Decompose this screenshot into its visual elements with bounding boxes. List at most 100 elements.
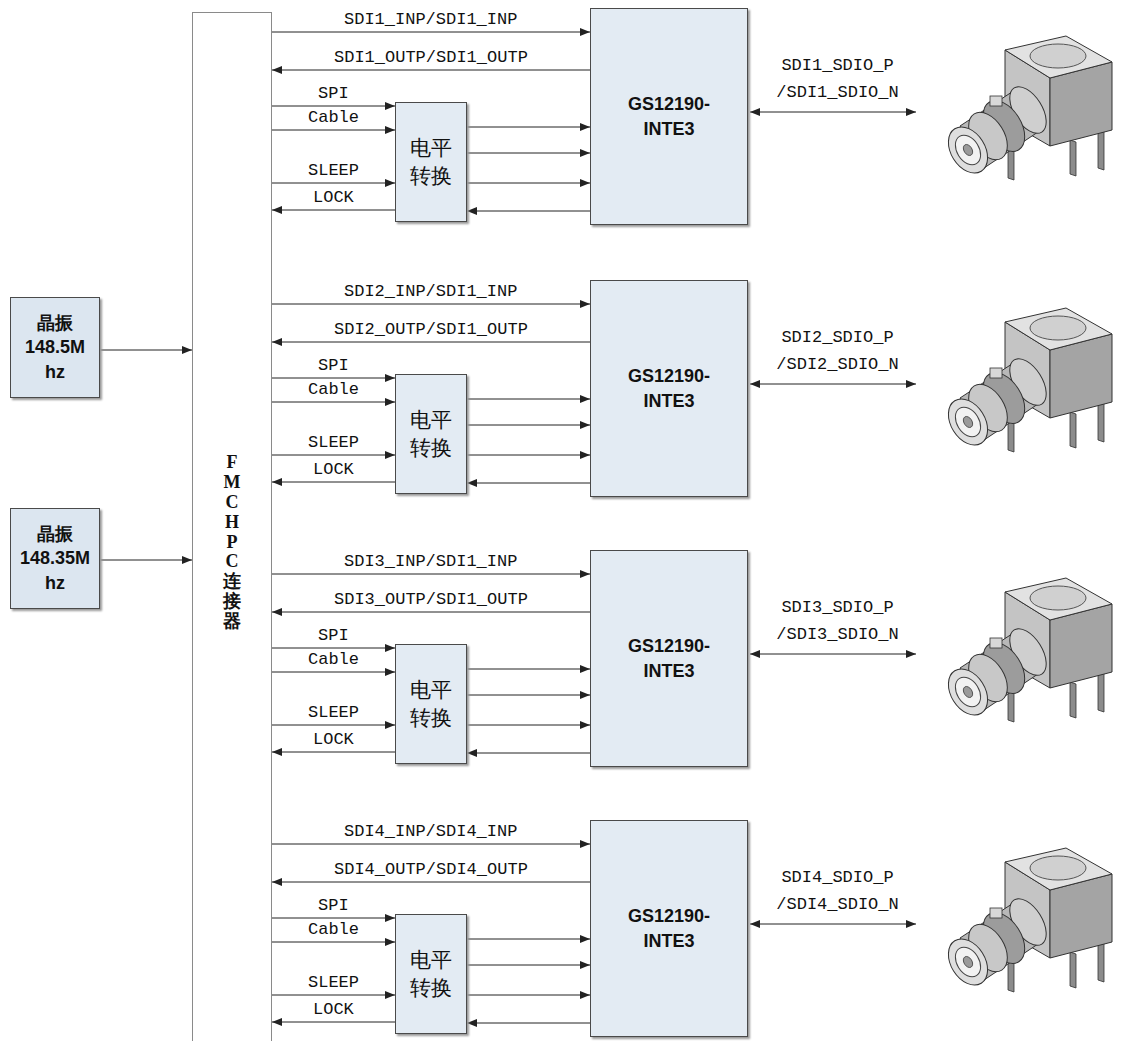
signal-arrow (467, 425, 590, 426)
signal-arrow (272, 183, 395, 184)
oscillator-box: 晶振 148.35M hz (10, 508, 100, 609)
chip-box: GS12190- INTE3 (590, 8, 748, 225)
signal-label: SDI2_SDIO_P /SDI2_SDIO_N (770, 324, 905, 378)
signal-label: SDI2_OUTP/SDI1_OUTP (333, 320, 529, 340)
signal-arrow (272, 752, 395, 753)
bnc-connector (940, 308, 1112, 452)
bnc-connector (940, 578, 1112, 722)
signal-arrow (272, 402, 395, 403)
signal-arrow (272, 130, 395, 131)
box-text: GS12190- INTE3 (621, 634, 717, 683)
signal-label: SPI (317, 84, 350, 104)
box-text: GS12190- INTE3 (621, 364, 717, 413)
box-text: 电平 转换 (406, 946, 456, 1003)
signal-arrow (100, 350, 192, 351)
signal-label: SDI4_SDIO_P /SDI4_SDIO_N (770, 864, 905, 918)
signal-arrow (272, 844, 590, 845)
level-shifter-box: 电平 转换 (395, 374, 467, 494)
box-text: FMC HPC连接器 (223, 453, 241, 631)
level-shifter-box: 电平 转换 (395, 644, 467, 764)
signal-arrow (272, 918, 395, 919)
box-text: 电平 转换 (406, 676, 456, 733)
chip-box: GS12190- INTE3 (590, 280, 748, 497)
signal-arrow (272, 304, 590, 305)
signal-arrow (467, 965, 590, 966)
chip-box: GS12190- INTE3 (590, 820, 748, 1037)
signal-arrow (272, 342, 590, 343)
box-text: 电平 转换 (406, 406, 456, 463)
oscillator-box: 晶振 148.5M hz (10, 297, 100, 398)
signal-label: SDI3_INP/SDI1_INP (343, 552, 518, 572)
signal-label: SDI1_INP/SDI1_INP (343, 10, 518, 30)
signal-label: SDI3_SDIO_P /SDI3_SDIO_N (770, 594, 905, 648)
signal-label: SDI3_OUTP/SDI1_OUTP (333, 590, 529, 610)
signal-arrow (467, 1023, 590, 1024)
signal-arrow (467, 939, 590, 940)
bnc-connector (940, 848, 1112, 992)
signal-arrow (272, 106, 395, 107)
signal-arrow (100, 560, 192, 561)
signal-label: Cable (307, 920, 360, 940)
signal-arrow (272, 725, 395, 726)
sdio-line (750, 112, 916, 113)
box-text: 电平 转换 (406, 134, 456, 191)
box-text: GS12190- INTE3 (621, 904, 717, 953)
signal-label: SLEEP (307, 973, 360, 993)
signal-arrow (467, 995, 590, 996)
signal-arrow (467, 669, 590, 670)
signal-arrow (467, 455, 590, 456)
signal-arrow (272, 1022, 395, 1023)
signal-arrow (467, 483, 590, 484)
signal-label: SLEEP (307, 161, 360, 181)
signal-label: SDI4_OUTP/SDI4_OUTP (333, 860, 529, 880)
signal-arrow (272, 648, 395, 649)
signal-label: SPI (317, 626, 350, 646)
signal-arrow (272, 32, 590, 33)
chip-box: GS12190- INTE3 (590, 550, 748, 767)
signal-label: SPI (317, 356, 350, 376)
signal-label: LOCK (312, 730, 355, 750)
sdio-line (750, 384, 916, 385)
signal-label: LOCK (312, 1000, 355, 1020)
signal-label: SLEEP (307, 703, 360, 723)
signal-label: Cable (307, 380, 360, 400)
signal-arrow (467, 753, 590, 754)
signal-label: Cable (307, 650, 360, 670)
sdio-line (750, 924, 916, 925)
signal-arrow (467, 695, 590, 696)
signal-arrow (272, 672, 395, 673)
signal-label: Cable (307, 108, 360, 128)
box-text: GS12190- INTE3 (621, 92, 717, 141)
signal-arrow (467, 183, 590, 184)
signal-arrow (272, 482, 395, 483)
signal-label: SDI1_OUTP/SDI1_OUTP (333, 48, 529, 68)
signal-arrow (467, 211, 590, 212)
signal-label: LOCK (312, 460, 355, 480)
signal-arrow (272, 942, 395, 943)
signal-arrow (467, 399, 590, 400)
box-text: 晶振 148.5M hz (15, 311, 95, 384)
signal-arrow (467, 127, 590, 128)
signal-label: SDI2_INP/SDI1_INP (343, 282, 518, 302)
signal-arrow (272, 574, 590, 575)
level-shifter-box: 电平 转换 (395, 914, 467, 1034)
signal-label: SPI (317, 896, 350, 916)
fmc-connector: FMC HPC连接器 (192, 12, 272, 1041)
signal-arrow (272, 70, 590, 71)
signal-label: SDI4_INP/SDI4_INP (343, 822, 518, 842)
signal-label: SDI1_SDIO_P /SDI1_SDIO_N (770, 52, 905, 106)
level-shifter-box: 电平 转换 (395, 102, 467, 222)
signal-arrow (272, 612, 590, 613)
signal-label: LOCK (312, 188, 355, 208)
signal-arrow (272, 455, 395, 456)
signal-arrow (467, 153, 590, 154)
signal-arrow (467, 725, 590, 726)
signal-arrow (272, 210, 395, 211)
bnc-connector (940, 36, 1112, 180)
signal-arrow (272, 882, 590, 883)
signal-arrow (272, 995, 395, 996)
sdio-line (750, 654, 916, 655)
